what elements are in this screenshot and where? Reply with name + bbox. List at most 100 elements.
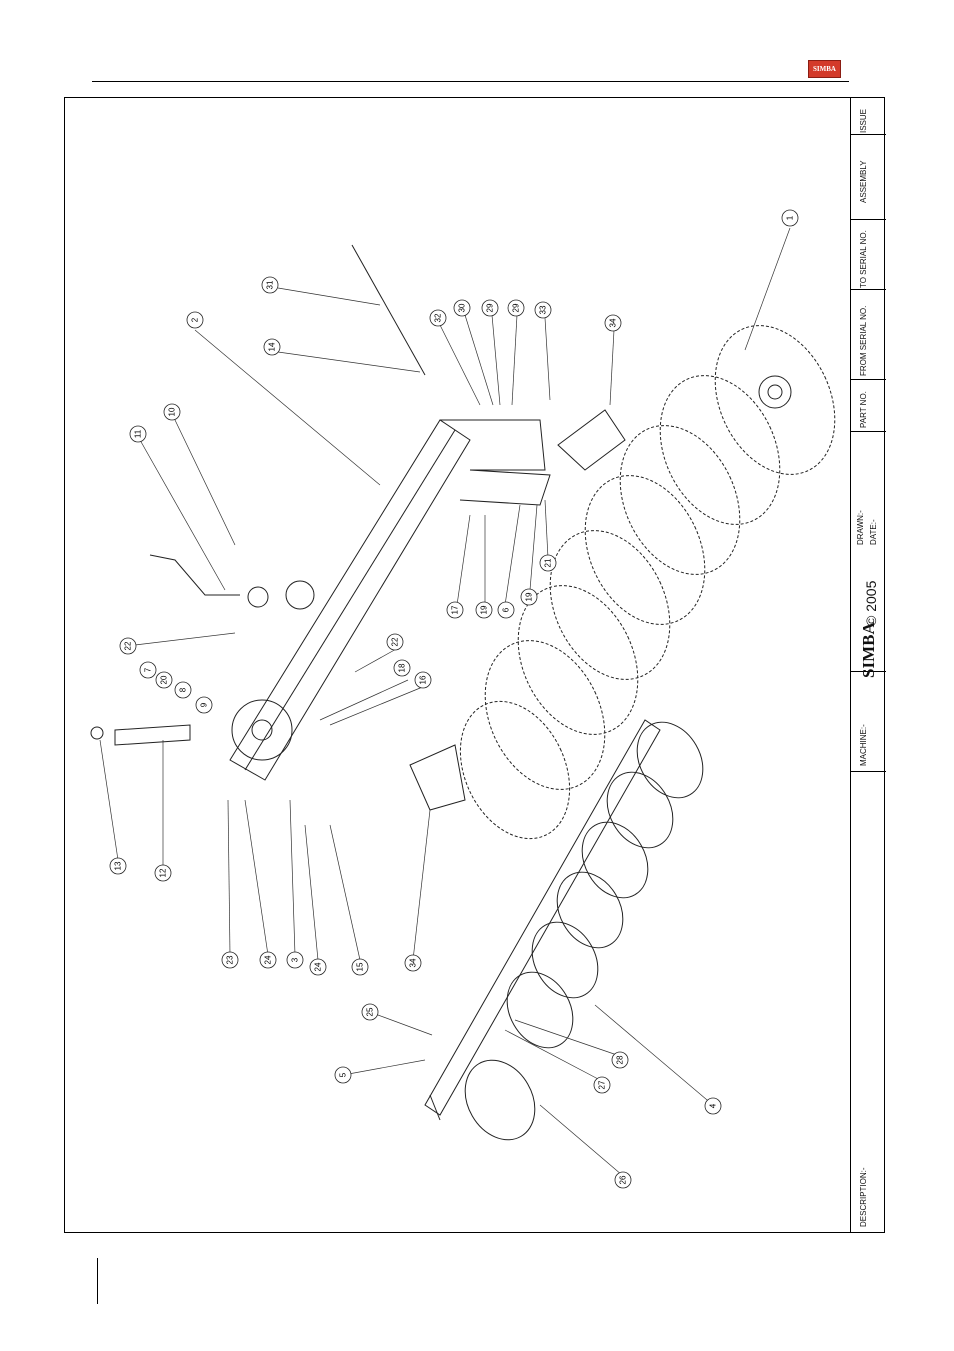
callout-24: 24	[259, 951, 277, 969]
callout-15: 15	[351, 958, 369, 976]
callout-label: 18	[398, 663, 407, 672]
circlip	[90, 726, 104, 740]
callout-3: 3	[286, 951, 304, 969]
callout-label: 28	[616, 1055, 625, 1064]
callout-label: 21	[544, 558, 553, 567]
callout-label: 9	[200, 702, 209, 707]
tine-point	[409, 744, 466, 811]
callout-label: 14	[268, 342, 277, 351]
margin-mark	[97, 1258, 98, 1304]
callout-label: 32	[434, 313, 443, 322]
callout-34: 34	[604, 314, 622, 332]
callout-label: 29	[512, 303, 521, 312]
callout-14: 14	[263, 338, 281, 356]
callout-28: 28	[611, 1051, 629, 1069]
drawn-date-cell: DRAWN:- DATE:- © 2005 SIMBA	[851, 432, 886, 678]
callout-23: 23	[221, 951, 239, 969]
callout-label: 16	[419, 675, 428, 684]
callout-label: 33	[539, 305, 548, 314]
callout-26: 26	[614, 1171, 632, 1189]
callout-label: 25	[366, 1007, 375, 1016]
adjuster-rod	[351, 244, 426, 376]
assembly-cell: ASSEMBLY	[851, 135, 886, 220]
callout-label: 8	[179, 687, 188, 692]
callout-9: 9	[195, 696, 213, 714]
disc-hub	[758, 375, 792, 409]
callout-25: 25	[361, 1003, 379, 1021]
callout-label: 31	[266, 280, 275, 289]
callout-30: 30	[453, 299, 471, 317]
title-block: ISSUE ASSEMBLY TO SERIAL NO. FROM SERIAL…	[850, 97, 886, 1233]
callout-31: 31	[261, 276, 279, 294]
header-rule	[92, 81, 849, 82]
callout-6: 6	[497, 601, 515, 619]
callout-7: 7	[139, 661, 157, 679]
callout-32: 32	[429, 309, 447, 327]
callout-24: 24	[309, 958, 327, 976]
callout-13: 13	[109, 857, 127, 875]
scraper-bar	[424, 719, 704, 1141]
callout-label: 22	[124, 641, 133, 650]
callout-11: 11	[129, 425, 147, 443]
callout-label: 22	[391, 637, 400, 646]
callout-label: 19	[480, 605, 489, 614]
callout-22: 22	[386, 633, 404, 651]
callout-label: 27	[598, 1080, 607, 1089]
callout-21: 21	[539, 554, 557, 572]
callout-4: 4	[704, 1097, 722, 1115]
pivot-pin	[114, 724, 191, 746]
tine-point-rear	[557, 409, 626, 471]
main-frame	[229, 419, 551, 781]
callout-label: 26	[619, 1175, 628, 1184]
callout-19: 19	[475, 601, 493, 619]
callout-label: 24	[314, 962, 323, 971]
callout-8: 8	[174, 681, 192, 699]
callout-label: 13	[114, 861, 123, 870]
from-serial-cell: FROM SERIAL NO.	[851, 290, 886, 380]
callout-22: 22	[119, 637, 137, 655]
part-no-cell: PART NO.	[851, 380, 886, 432]
callout-label: 34	[409, 958, 418, 967]
issue-cell: ISSUE	[851, 97, 886, 135]
callout-label: 7	[144, 667, 153, 672]
callout-label: 12	[159, 868, 168, 877]
callout-10: 10	[163, 403, 181, 421]
callout-27: 27	[593, 1076, 611, 1094]
callout-label: 5	[339, 1072, 348, 1077]
callout-label: 1	[786, 215, 795, 220]
callout-29: 29	[481, 299, 499, 317]
callout-label: 20	[160, 675, 169, 684]
callout-label: 10	[168, 407, 177, 416]
callout-label: 3	[291, 957, 300, 962]
callout-5: 5	[334, 1066, 352, 1084]
machine-cell: MACHINE:-	[851, 672, 886, 772]
callout-label: 4	[709, 1103, 718, 1108]
drawing-frame	[64, 97, 885, 1233]
callout-12: 12	[154, 864, 172, 882]
callout-29: 29	[507, 299, 525, 317]
callout-18: 18	[393, 659, 411, 677]
callout-1: 1	[781, 209, 799, 227]
callout-label: 24	[264, 955, 273, 964]
callout-label: 29	[486, 303, 495, 312]
callout-label: 30	[458, 303, 467, 312]
callout-label: 11	[134, 429, 143, 438]
callout-2: 2	[186, 311, 204, 329]
callout-label: 34	[609, 318, 618, 327]
callout-label: 17	[451, 605, 460, 614]
callout-label: 2	[191, 317, 200, 322]
simba-logo: SIMBA	[808, 60, 841, 78]
callout-17: 17	[446, 601, 464, 619]
callout-16: 16	[414, 671, 432, 689]
callout-19: 19	[520, 588, 538, 606]
callout-label: 19	[525, 592, 534, 601]
callout-34: 34	[404, 954, 422, 972]
callout-label: 6	[502, 607, 511, 612]
to-serial-cell: TO SERIAL NO.	[851, 220, 886, 290]
handle	[149, 554, 240, 596]
callout-label: 23	[226, 955, 235, 964]
disc-gang	[459, 325, 836, 840]
callout-20: 20	[155, 671, 173, 689]
